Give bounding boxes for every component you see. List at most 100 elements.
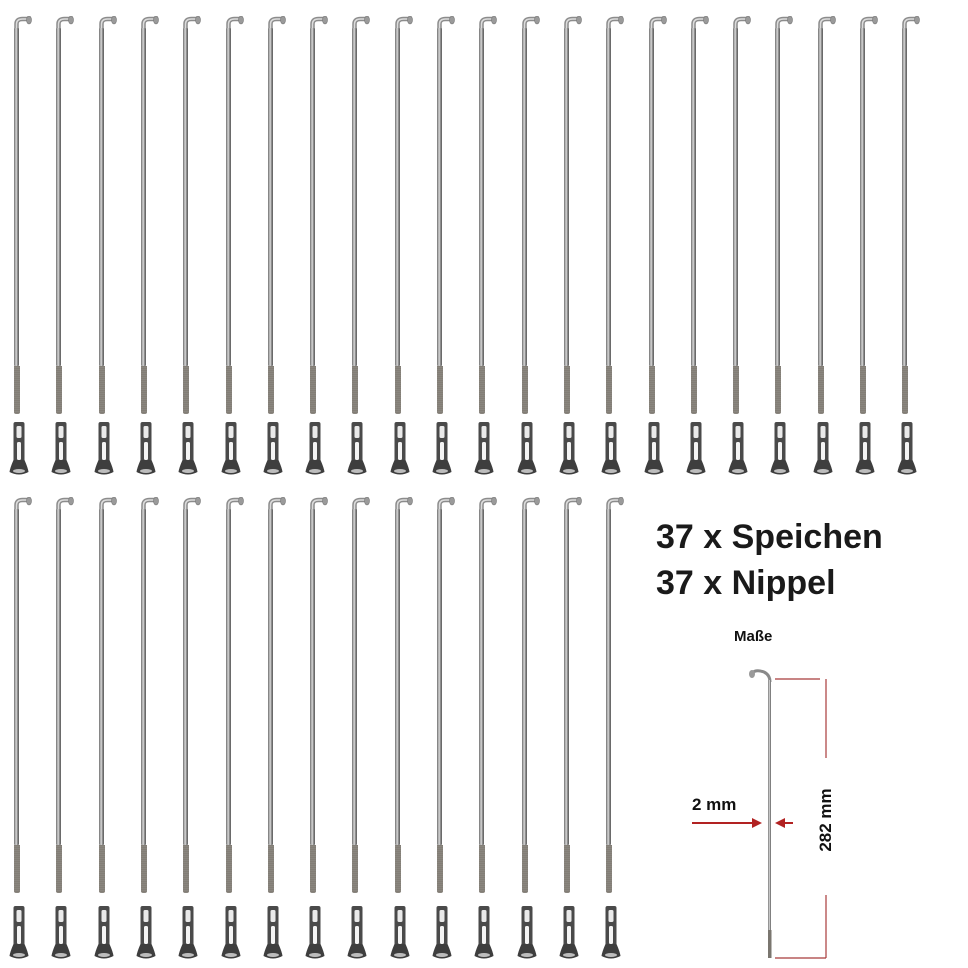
spoke-head-icon <box>775 16 794 30</box>
spoke-shaft <box>648 28 654 366</box>
spoke-head-icon <box>902 16 921 30</box>
spoke-thread <box>310 366 317 414</box>
nipple-icon <box>263 904 283 960</box>
spoke-shaft <box>817 28 823 366</box>
spoke <box>393 16 413 416</box>
spoke-head-icon <box>14 497 32 511</box>
spoke <box>350 16 371 416</box>
spoke-head-icon <box>437 497 455 511</box>
nipple-icon <box>51 420 71 476</box>
spoke-shaft <box>521 509 527 845</box>
spoke-shaft <box>98 509 104 845</box>
spoke-shaft <box>140 28 146 366</box>
spoke-head-icon <box>437 16 455 30</box>
spoke-shaft <box>14 509 19 845</box>
spoke-head-icon <box>479 16 498 30</box>
nipple-icon <box>432 904 452 960</box>
spoke-head-icon <box>225 497 244 511</box>
nipple-icon <box>728 420 748 476</box>
spoke-head-icon <box>564 16 582 30</box>
nipple-icon <box>601 904 621 960</box>
spoke-head-icon <box>521 16 540 30</box>
spoke-shaft <box>479 28 485 366</box>
spoke-head-icon <box>521 497 540 511</box>
spoke <box>477 16 498 416</box>
nipple-icon <box>305 420 325 476</box>
nipple-icon <box>390 904 410 960</box>
spoke-shaft <box>267 509 273 845</box>
length-label: 282 mm <box>816 788 835 852</box>
spoke-thread <box>563 366 570 414</box>
nipple-icon <box>559 904 579 960</box>
spoke-shaft <box>225 28 231 366</box>
spoke <box>773 16 794 416</box>
spoke-shaft <box>56 509 62 845</box>
spoke <box>181 16 201 416</box>
spoke <box>562 16 582 416</box>
spoke <box>520 497 540 895</box>
spoke-thread <box>225 845 232 893</box>
spoke-shaft <box>352 509 358 845</box>
spoke-thread <box>521 366 528 414</box>
spoke-head-icon <box>310 16 328 30</box>
diameter-label: 2 mm <box>692 795 737 814</box>
spoke-head-icon <box>860 16 878 30</box>
spoke <box>647 16 667 416</box>
spoke-shaft <box>563 509 569 845</box>
spoke-head-icon <box>394 497 413 511</box>
spoke <box>435 497 455 895</box>
spoke-head-icon <box>733 16 751 30</box>
spoke-shaft <box>775 28 781 366</box>
spoke <box>900 16 921 416</box>
spoke-thread <box>437 845 443 893</box>
spoke-head-icon <box>141 497 159 511</box>
spoke-shaft <box>860 28 865 366</box>
spoke-shaft <box>902 28 908 366</box>
spoke-head-icon <box>56 497 75 511</box>
spoke <box>435 16 455 416</box>
spoke-thread <box>394 366 401 414</box>
nipple-icon <box>813 420 833 476</box>
nipples-count-label: 37 x Nippel <box>656 564 836 602</box>
spoke-thread <box>648 366 655 414</box>
spoke-thread <box>394 845 401 893</box>
spoke-thread <box>860 366 866 414</box>
nipple-icon <box>94 420 114 476</box>
spoke-shaft <box>140 509 146 845</box>
spoke-shaft <box>98 28 104 366</box>
spoke-thread <box>140 366 147 414</box>
spoke-thread <box>56 845 63 893</box>
spoke <box>731 16 751 416</box>
spoke <box>139 497 159 895</box>
spoke-thread <box>267 845 274 893</box>
spoke-head-icon <box>564 497 582 511</box>
spoke <box>604 497 624 895</box>
spoke <box>54 16 75 416</box>
spoke-shaft <box>225 509 231 845</box>
spoke <box>520 16 540 416</box>
spoke-thread <box>733 366 740 414</box>
spoke-thread <box>56 366 63 414</box>
spoke-head-icon <box>183 497 201 511</box>
nipple-icon <box>136 420 156 476</box>
spoke-thread <box>902 366 909 414</box>
spoke-shaft <box>310 509 316 845</box>
nipple-icon <box>474 420 494 476</box>
spoke-thread <box>267 366 274 414</box>
spoke-head-icon <box>98 497 117 511</box>
spoke <box>308 16 328 416</box>
spoke <box>266 497 286 895</box>
nipple-icon <box>432 420 452 476</box>
spoke-thread <box>479 845 486 893</box>
spoke-head-icon <box>479 497 498 511</box>
spoke-shaft <box>56 28 62 366</box>
nipple-icon <box>51 904 71 960</box>
spoke <box>54 497 75 895</box>
spoke-shaft <box>310 28 316 366</box>
spoke-thread <box>14 845 20 893</box>
spoke <box>477 497 498 895</box>
nipple-icon <box>601 420 621 476</box>
spoke-head-icon <box>56 16 75 30</box>
spoke-shaft <box>183 28 189 366</box>
spoke-head-icon <box>817 16 836 30</box>
